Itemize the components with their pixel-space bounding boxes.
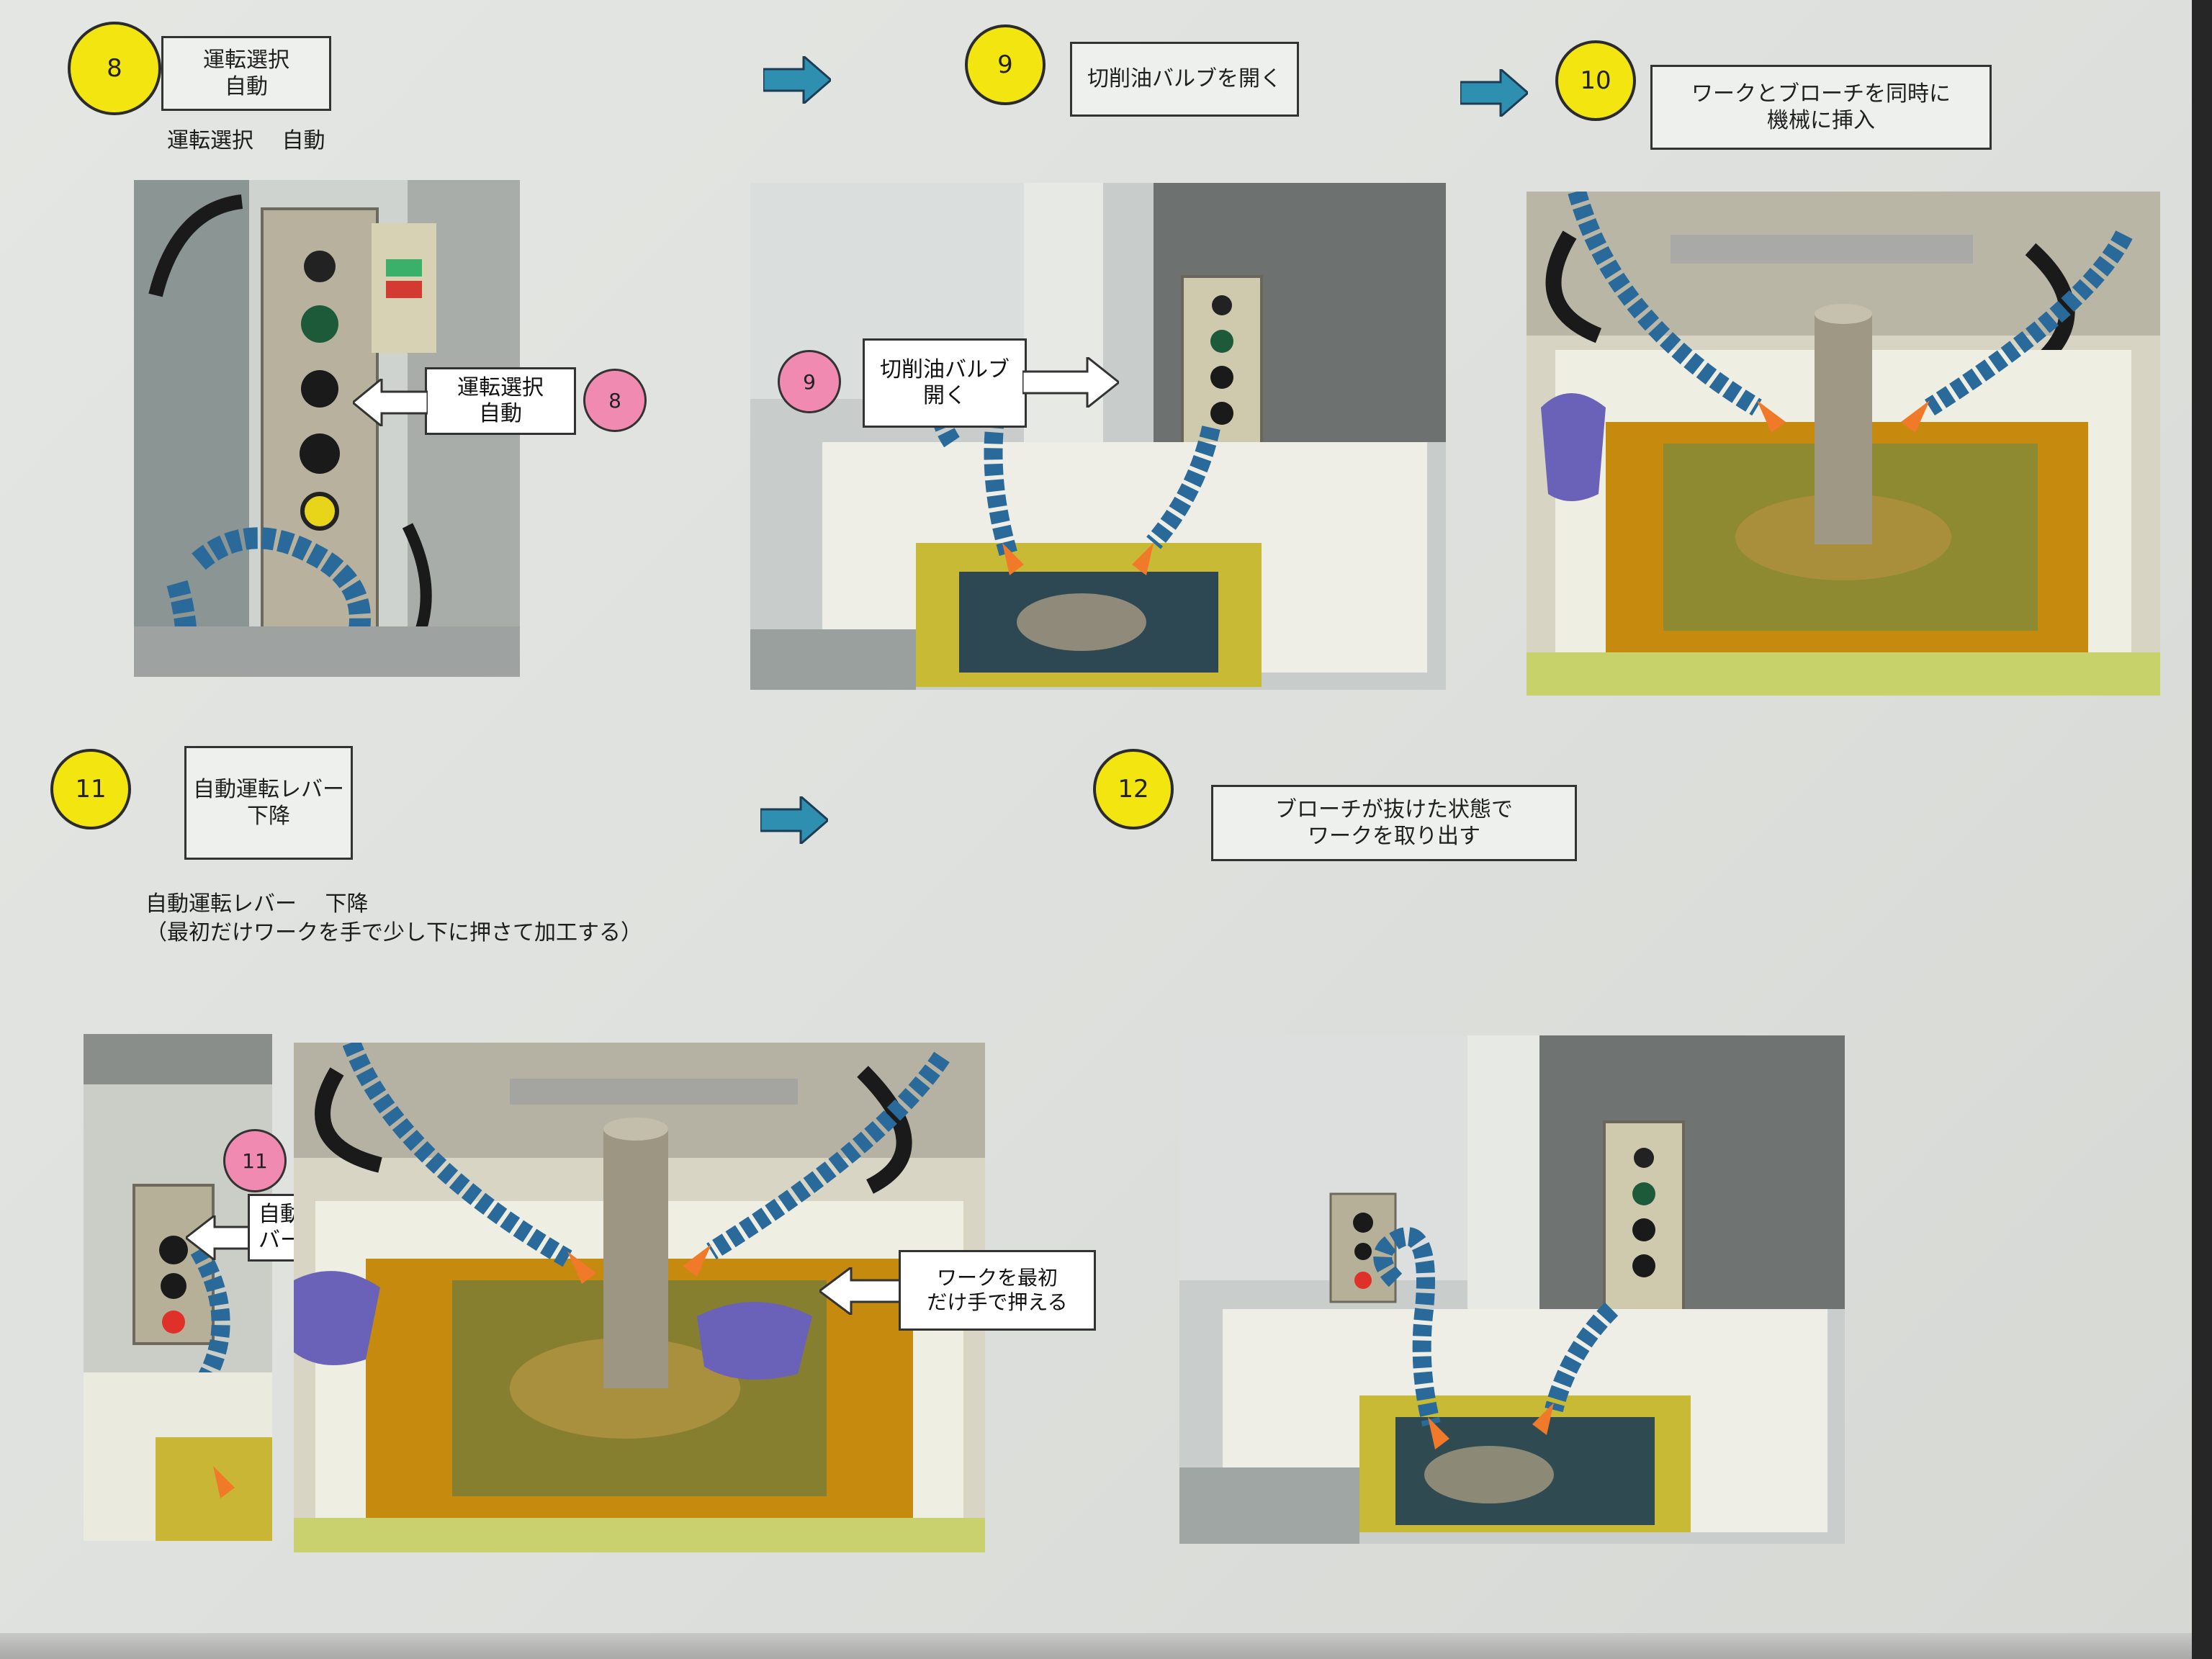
step-number: 9 — [997, 50, 1013, 79]
photo-remove-workpiece — [1179, 1035, 1845, 1544]
photo-broach-insert — [1527, 192, 2160, 696]
step-12-title-box: ブローチが抜けた状態で ワークを取り出す — [1211, 785, 1577, 861]
callout-line2: 開く — [923, 383, 966, 408]
callout-line1: ワークを最初 — [936, 1266, 1058, 1290]
step-title-line2: 自動 — [225, 74, 268, 99]
photo-coolant-valve — [750, 183, 1446, 690]
step-title-line1: 運転選択 — [203, 47, 289, 73]
callout-pointer-icon — [186, 1215, 258, 1260]
callout-line2: だけ手で押える — [927, 1290, 1068, 1314]
flow-arrow-icon — [763, 56, 831, 104]
photo-9-callout: 切削油バルブ 開く — [863, 338, 1027, 428]
step-8-caption: 運転選択 自動 — [167, 128, 325, 153]
step-number: 11 — [75, 775, 107, 804]
photo-9-badge: 9 — [778, 350, 841, 413]
photo-8-badge: 8 — [583, 369, 647, 432]
photo-lever — [84, 1034, 272, 1541]
step-title-line1: ワークとブローチを同時に — [1691, 81, 1951, 107]
callout-pointer-icon — [819, 1267, 913, 1315]
step-title-line2: 下降 — [247, 804, 290, 829]
step-8-title-box: 運転選択 自動 — [161, 36, 331, 111]
step-9-circle: 9 — [965, 24, 1046, 105]
step-12-circle: 12 — [1093, 749, 1174, 830]
board-frame-edge — [2192, 0, 2212, 1659]
callout-pointer-icon — [1022, 357, 1119, 408]
step-8-circle: 8 — [68, 22, 161, 115]
flow-arrow-icon — [760, 796, 828, 844]
step-number: 12 — [1118, 775, 1149, 804]
flow-arrow-icon — [1460, 69, 1528, 117]
callout-line2: 自動 — [479, 401, 522, 426]
step-9-title-box: 切削油バルブを開く — [1070, 42, 1299, 117]
step-number: 8 — [107, 54, 122, 83]
badge-number: 11 — [242, 1148, 268, 1173]
photo-8-callout: 運転選択 自動 — [425, 367, 576, 435]
badge-number: 9 — [803, 369, 816, 394]
callout-line1: 切削油バルブ — [880, 357, 1010, 382]
step-11-caption-line1: 自動運転レバー 下降 — [145, 891, 369, 917]
callout-pointer-icon — [353, 379, 428, 426]
step-title-line1: 自動運転レバー — [193, 776, 344, 802]
badge-number: 8 — [608, 388, 621, 413]
step-11-caption-line2: （最初だけワークを手で少し下に押さて加工する） — [145, 920, 642, 945]
board-bottom-edge — [0, 1633, 2212, 1659]
callout-line1: 運転選択 — [457, 375, 544, 400]
step-title: 切削油バルブを開く — [1087, 66, 1282, 92]
photo-11-badge: 11 — [223, 1129, 287, 1192]
step-number: 10 — [1580, 66, 1611, 95]
step-title-line1: ブローチが抜けた状態で — [1275, 796, 1513, 822]
photo-11b-callout: ワークを最初 だけ手で押える — [899, 1250, 1096, 1331]
step-10-title-box: ワークとブローチを同時に 機械に挿入 — [1650, 65, 1992, 150]
step-title-line2: ワークを取り出す — [1308, 824, 1480, 849]
step-title-line2: 機械に挿入 — [1767, 108, 1875, 133]
step-10-circle: 10 — [1555, 40, 1636, 121]
step-11-title-box: 自動運転レバー 下降 — [184, 746, 353, 860]
step-11-circle: 11 — [50, 749, 131, 830]
